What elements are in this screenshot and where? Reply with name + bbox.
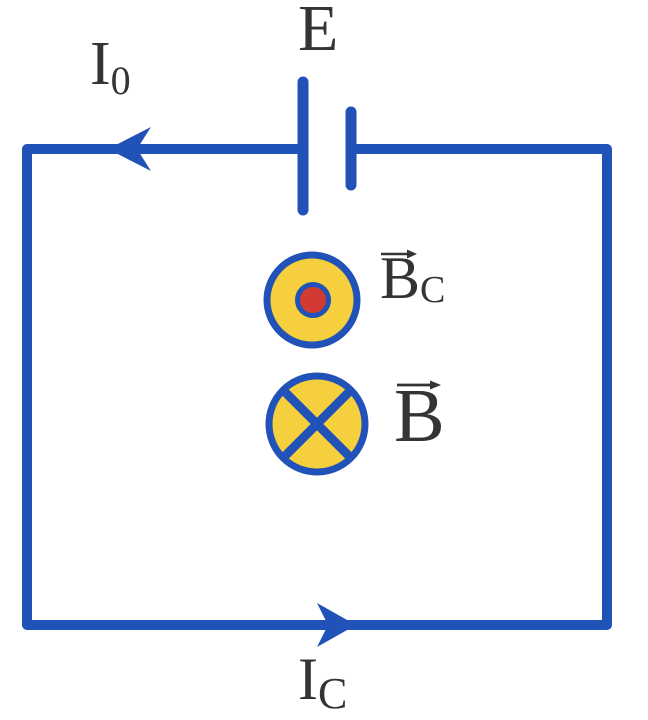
- capacitor-field-label: BC: [380, 245, 446, 311]
- total-field-text: B: [394, 378, 445, 454]
- capacitor-field-base: B: [380, 245, 421, 311]
- capacitor-field-subscript: C: [420, 269, 446, 311]
- vector-arrow-icon: [381, 249, 417, 259]
- loop-current-base: I: [90, 30, 111, 98]
- field-out-of-page-symbol: [263, 251, 361, 349]
- capacitor-field-text: BC: [380, 245, 446, 311]
- total-field-base: B: [394, 374, 445, 458]
- field-in-cross-icon: [280, 387, 354, 461]
- total-field-label: B: [394, 378, 445, 454]
- emf-label-text: E: [298, 0, 339, 65]
- capacitor-current-subscript: C: [317, 669, 348, 718]
- field-out-dot-icon: [295, 282, 331, 318]
- loop-current-subscript: 0: [110, 58, 131, 103]
- emf-label: E: [298, 0, 338, 62]
- capacitor-current-label: IC: [298, 646, 347, 716]
- field-into-page-symbol: [265, 372, 369, 476]
- capacitor-current-base: I: [298, 646, 318, 712]
- vector-arrow-icon: [397, 380, 441, 390]
- current-arrow-left-icon: [108, 127, 151, 171]
- circuit-wire-loop: [22, 144, 612, 630]
- loop-current-label: I0: [90, 30, 131, 101]
- current-arrow-right-icon: [317, 603, 356, 647]
